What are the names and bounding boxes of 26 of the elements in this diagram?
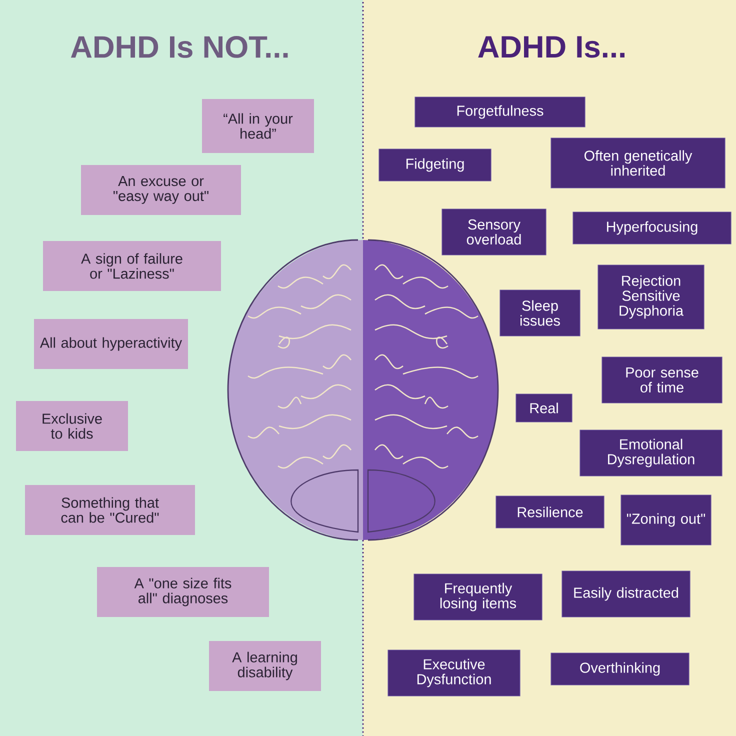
text-box: A "one size fits all" diagnoses: [97, 567, 269, 617]
text-box: An excuse or "easy way out": [81, 165, 241, 215]
text-box: Real: [516, 394, 572, 422]
text-box: Emotional Dysregulation: [580, 430, 722, 476]
text-box: “All in your head”: [202, 99, 314, 153]
heading: ADHD Is NOT...: [70, 36, 288, 58]
text-box: Frequently losing items: [414, 574, 542, 620]
text-box: Rejection Sensitive Dysphoria: [598, 264, 704, 330]
text-box: All about hyperactivity: [34, 319, 188, 369]
text-box: Overthinking: [550, 652, 690, 686]
text-box: Exclusive to kids: [16, 401, 128, 451]
text-box: A sign of failure or "Laziness": [43, 241, 221, 291]
text-box: Hyperfocusing: [572, 212, 732, 244]
text-box: A learning disability: [209, 641, 321, 691]
text-box: Resilience: [496, 496, 604, 528]
text-box: Sleep issues: [500, 290, 580, 336]
text-box: Sensory overload: [442, 208, 546, 256]
text-box: Easily distracted: [562, 570, 690, 618]
text-box: Often genetically inherited: [550, 138, 726, 188]
text-box: Something that can be "Cured": [25, 485, 195, 535]
text-box: Executive Dysfunction: [388, 650, 520, 696]
heading: ADHD Is...: [478, 36, 624, 58]
text-box: Poor sense of time: [602, 356, 722, 404]
text-box: "Zoning out": [620, 494, 712, 546]
text-box: Forgetfulness: [414, 96, 586, 128]
text-box: Fidgeting: [378, 148, 492, 182]
